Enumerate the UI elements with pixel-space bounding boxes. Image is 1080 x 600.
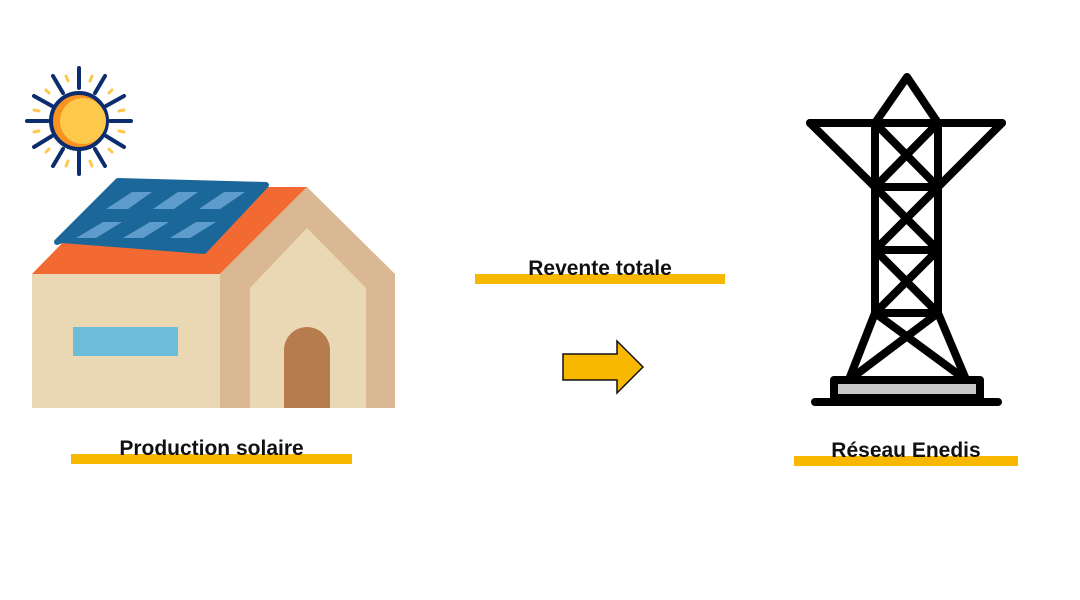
- door: [284, 327, 330, 408]
- solar-panel-icon: [54, 178, 269, 254]
- pylon-icon: [806, 73, 1006, 406]
- grid-underline: [794, 456, 1018, 466]
- transfer-label: Revente totale: [528, 257, 672, 280]
- transfer-underline: [475, 274, 725, 284]
- production-label: Production solaire: [119, 437, 304, 460]
- sun-icon: [25, 66, 133, 176]
- production-underline: [71, 454, 352, 464]
- arrow-right-icon: [562, 339, 645, 395]
- grid-label: Réseau Enedis: [831, 439, 981, 462]
- house-icon: [32, 178, 395, 408]
- window: [73, 327, 178, 356]
